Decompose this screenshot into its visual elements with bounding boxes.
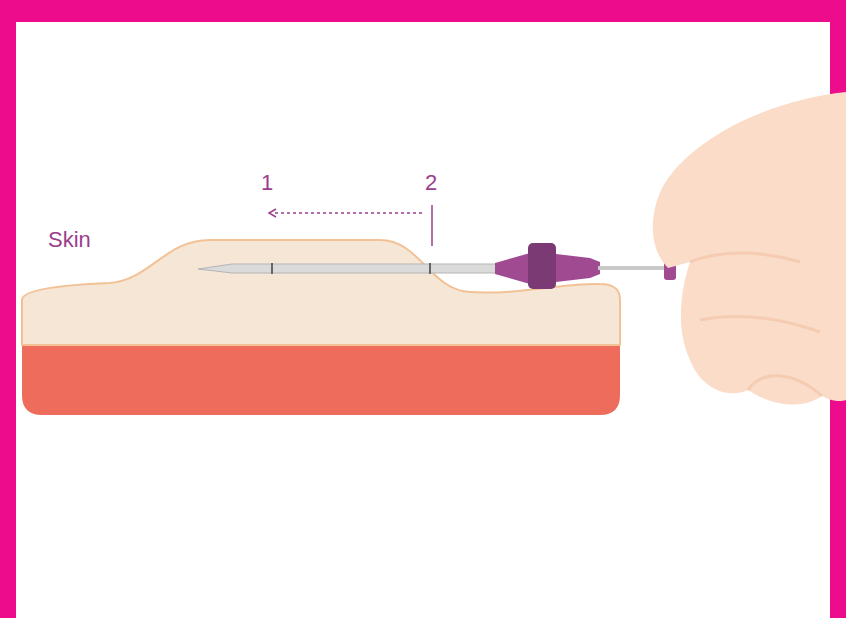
hub-collar: [528, 243, 556, 289]
hand: [653, 92, 846, 405]
finger-crease: [748, 376, 822, 396]
skin-layer: [22, 240, 620, 345]
callout-number: 1: [261, 172, 273, 194]
frame-left: [0, 0, 16, 618]
direction-arrow: [272, 212, 422, 214]
finger-crease: [690, 253, 800, 262]
needle-hub: [495, 253, 530, 284]
leader-line: [431, 205, 433, 246]
plunger-rod: [598, 266, 672, 270]
frame-top: [0, 0, 846, 22]
syringe-barrel: [556, 254, 600, 282]
depth-mark: [429, 263, 431, 274]
part-label: Skin: [48, 229, 91, 251]
arrow-head: [269, 209, 276, 217]
needle-shaft: [198, 264, 500, 273]
callout-number: 2: [425, 172, 437, 194]
finger-crease: [700, 316, 820, 332]
depth-mark: [271, 263, 273, 274]
muscle-layer: [22, 345, 620, 415]
